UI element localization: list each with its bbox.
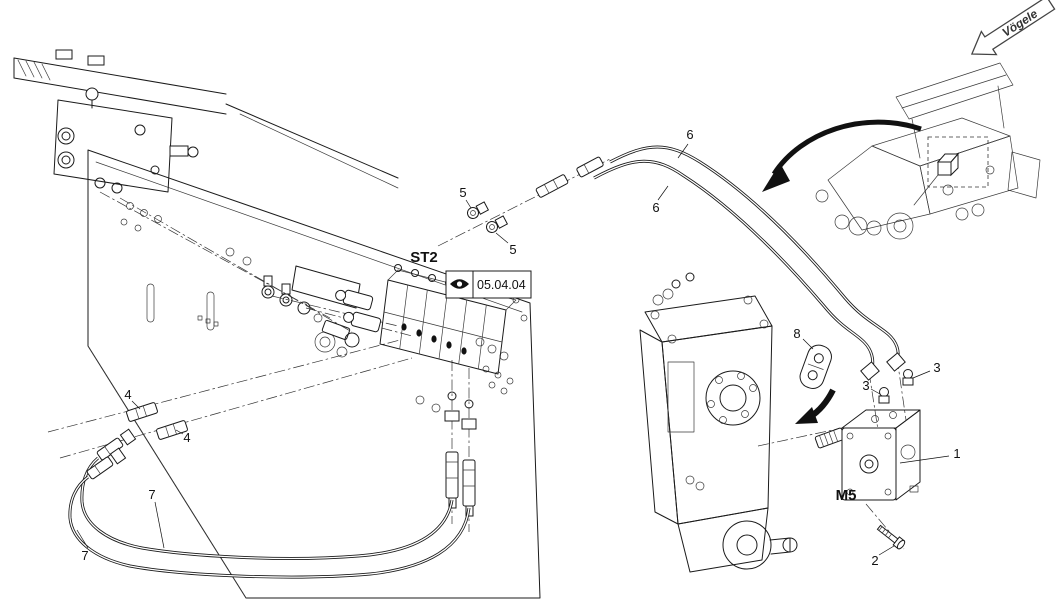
hydraulic-block bbox=[53, 87, 199, 194]
motor-m5 bbox=[814, 409, 921, 501]
gearbox-assembly bbox=[639, 272, 798, 573]
reference-box: 05.04.04 bbox=[445, 270, 532, 299]
part-label-3: 3 bbox=[933, 360, 940, 375]
part-label-7: 7 bbox=[148, 487, 155, 502]
part-label-1: 1 bbox=[953, 446, 960, 461]
motor-label: M5 bbox=[836, 487, 857, 504]
part-label-5: 5 bbox=[459, 185, 466, 200]
voegele-arrow bbox=[970, 0, 1056, 56]
component-cube bbox=[936, 152, 960, 177]
leader-lines bbox=[76, 143, 950, 556]
voegele-logo: Vögele bbox=[970, 0, 1056, 56]
fitting-5-a bbox=[467, 201, 490, 219]
reference-chapter: 05.04.04 bbox=[477, 278, 526, 292]
direction-arrow-large bbox=[762, 119, 922, 192]
hose-7-lower bbox=[68, 447, 471, 579]
part-label-7: 7 bbox=[81, 548, 88, 563]
hose-6-upper bbox=[609, 145, 906, 372]
clip-8 bbox=[799, 344, 832, 389]
part-label-2: 2 bbox=[871, 553, 878, 568]
machine-thumbnail bbox=[815, 62, 1041, 240]
hose-6-couplers bbox=[535, 156, 604, 198]
part-label-3: 3 bbox=[862, 378, 869, 393]
fitting-5-b bbox=[486, 215, 509, 233]
fitting-4-a bbox=[126, 402, 158, 422]
frame-beam bbox=[13, 49, 399, 189]
part-label-4: 4 bbox=[124, 387, 131, 402]
fitting-4-b bbox=[156, 420, 188, 440]
eye-icon bbox=[450, 279, 469, 289]
screw-2 bbox=[876, 524, 906, 550]
fitting-3-a bbox=[902, 369, 914, 386]
valve-bank-label: ST2 bbox=[410, 249, 438, 266]
highlight-box bbox=[927, 136, 989, 188]
part-label-5: 5 bbox=[509, 242, 516, 257]
part-labels: 6 6 5 5 4 4 7 7 8 3 3 1 2 ST2 M5 bbox=[81, 127, 960, 568]
direction-arrow-small bbox=[795, 388, 836, 424]
bottom-couplers bbox=[444, 410, 477, 517]
part-label-6: 6 bbox=[652, 200, 659, 215]
hose-6-lower bbox=[593, 159, 880, 381]
part-label-4: 4 bbox=[183, 430, 190, 445]
fitting-3-b bbox=[878, 387, 890, 404]
part-label-8: 8 bbox=[793, 326, 800, 341]
hose-7-upper bbox=[80, 428, 454, 560]
part-label-6: 6 bbox=[686, 127, 693, 142]
manifold-fittings bbox=[261, 265, 361, 348]
